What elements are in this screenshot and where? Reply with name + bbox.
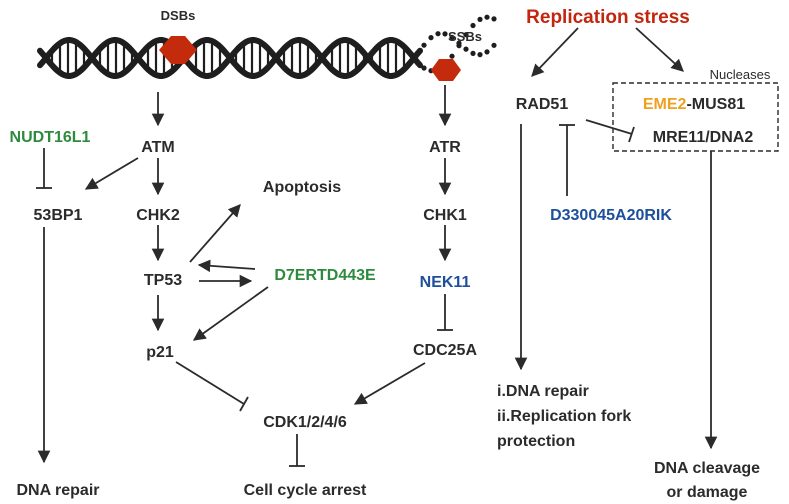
helix-dot [456, 43, 462, 49]
helix-dot [484, 49, 490, 55]
dna-cleavage-line1: DNA cleavage [654, 460, 760, 477]
eme2-label: EME2 [643, 96, 687, 113]
d330045a20rik-label: D330045A20RIK [550, 207, 672, 224]
nucleases-label: Nucleases [710, 67, 771, 82]
replication-stress-label: Replication stress [526, 7, 690, 28]
arrow-stress-rad51 [531, 27, 579, 77]
apoptosis-label: Apoptosis [263, 179, 341, 196]
cell-cycle-arrest-label: Cell cycle arrest [244, 482, 367, 499]
helix-dot [491, 16, 497, 22]
atr-label: ATR [429, 139, 461, 156]
helix-dot [477, 52, 483, 58]
inhibit-p21-cdk [175, 361, 245, 405]
helix-dot [435, 31, 441, 37]
helix-dot [442, 31, 448, 37]
nudt16l1-label: NUDT16L1 [10, 129, 91, 146]
mre11-dna2-label: MRE11/DNA2 [653, 129, 754, 146]
rad51-label: RAD51 [516, 96, 569, 113]
helix-dot [484, 14, 490, 20]
helix-dot [449, 34, 455, 41]
helix-dot [470, 22, 476, 29]
helix-dot [477, 16, 483, 22]
nucleases-box [612, 82, 779, 152]
helix-dot [491, 42, 497, 48]
helix-dot [421, 65, 427, 71]
helix-strand-2 [37, 37, 423, 79]
arrow-cdc25a-cdk [353, 362, 426, 405]
helix-dot [421, 42, 427, 48]
dsbs-label: DSBs [161, 8, 196, 23]
helix-dot [463, 46, 469, 52]
helix-dot [463, 32, 469, 38]
cdk-label: CDK1/2/4/6 [263, 414, 347, 431]
arrow-tp53-apoptosis [189, 204, 241, 263]
arrow-atm-53bp1 [84, 157, 139, 190]
d7ertd443e-label: D7ERTD443E [274, 267, 376, 284]
helix-dot [449, 53, 455, 59]
dna-repair-item-label: i.DNA repair [497, 383, 589, 400]
fork-protection-line1: ii.Replication fork [497, 408, 631, 425]
atm-label: ATM [141, 139, 174, 156]
tp53-label: TP53 [144, 272, 182, 289]
chk2-label: CHK2 [136, 207, 180, 224]
ssb-break-icon [431, 59, 461, 81]
inhibit-rad51-mre11 [585, 119, 633, 135]
nek11-label: NEK11 [420, 274, 471, 291]
helix-dot [428, 35, 434, 41]
inhibit-rad51-mre11-bar [628, 126, 635, 143]
arrow-stress-nucleases [635, 27, 684, 72]
p21-label: p21 [146, 344, 174, 361]
chk1-label: CHK1 [423, 207, 467, 224]
dsb-break-icon [159, 36, 197, 64]
mus81-label: -MUS81 [686, 96, 745, 113]
inhibit-p21-cdk-bar [239, 396, 249, 412]
eme2-mus81-label: EME2-MUS81 [643, 96, 745, 113]
cdc25a-label: CDC25A [413, 342, 477, 359]
dna-repair-left-label: DNA repair [17, 482, 100, 499]
53bp1-label: 53BP1 [34, 207, 83, 224]
helix-dot [470, 50, 476, 57]
arrow-d7-p21 [192, 286, 269, 341]
arrow-d7-tp53 [197, 259, 256, 273]
dna-helix-icon [37, 14, 497, 79]
connector-lines [36, 27, 718, 467]
fork-protection-line2: protection [497, 433, 575, 450]
dna-cleavage-line2: or damage [667, 484, 748, 501]
ssbs-label: SSBs [448, 29, 482, 44]
